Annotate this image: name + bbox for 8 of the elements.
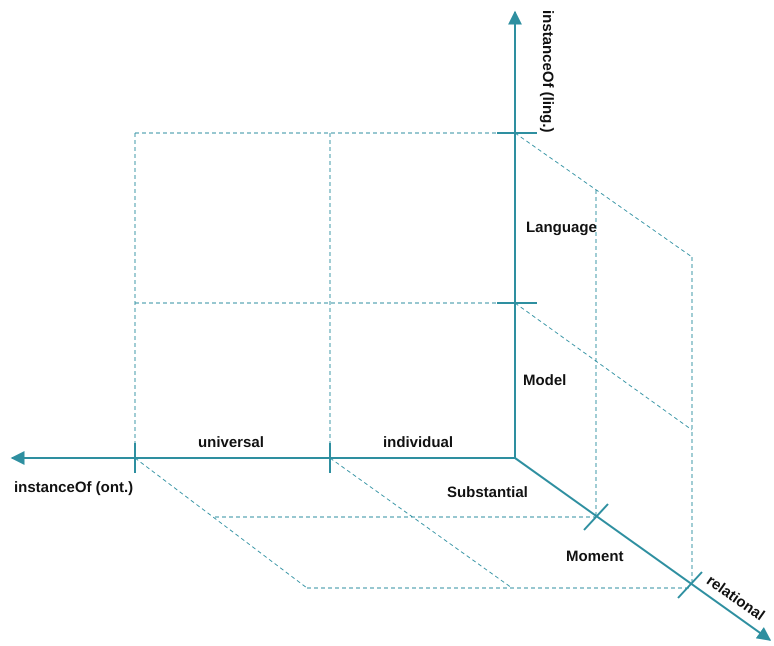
region-label: individual (383, 434, 454, 452)
axis-label: instanceOf (ont.) (14, 479, 134, 497)
region-label: Moment (566, 548, 624, 566)
region-label: Substantial (447, 484, 528, 502)
region-label: universal (198, 434, 264, 452)
region-label: Model (523, 372, 566, 390)
region-label: Language (526, 219, 597, 237)
axis-label: instanceOf (ling.) (538, 10, 556, 133)
